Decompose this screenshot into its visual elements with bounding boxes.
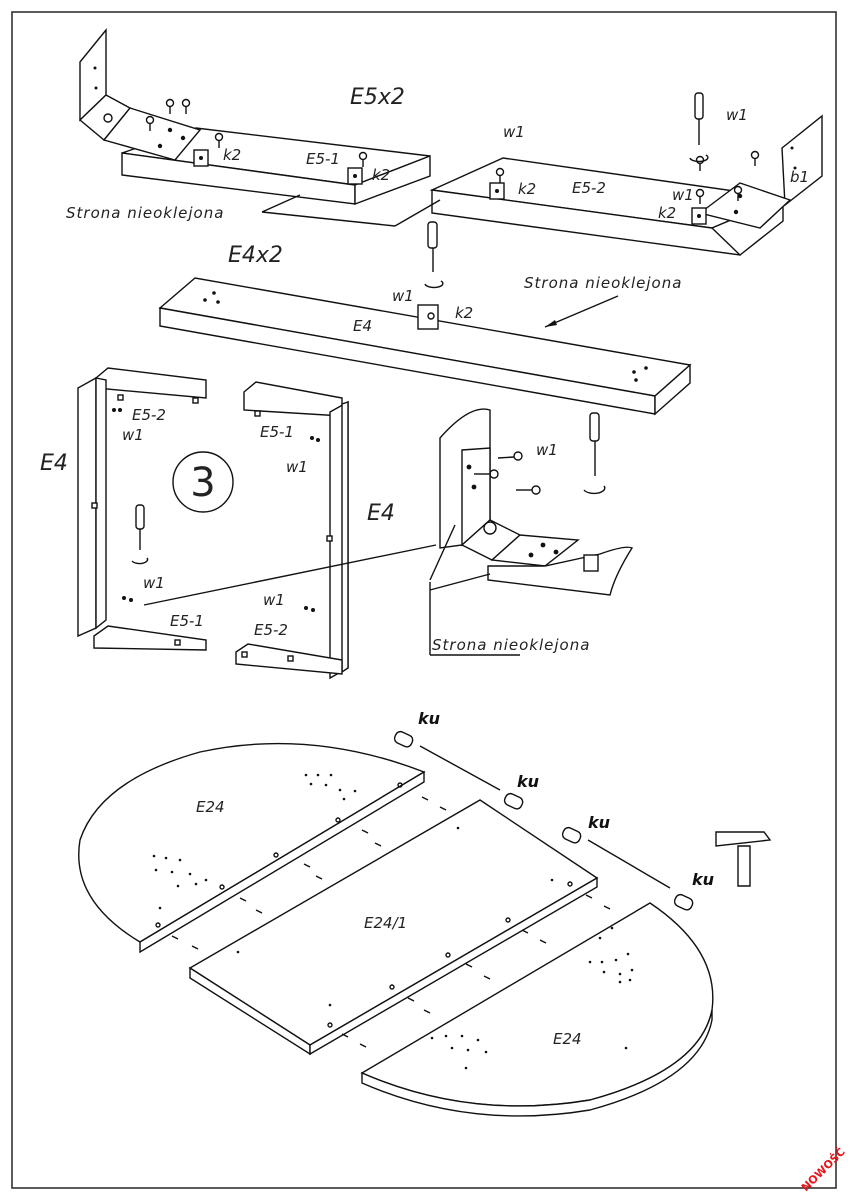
label-b1: b1 <box>790 168 809 186</box>
label-e5-1-top: E5-1 <box>306 150 340 168</box>
screwdriver-icon-frame <box>131 504 149 565</box>
dowel-pins <box>155 782 611 1048</box>
label-e5-2-bottom: E5-2 <box>254 621 288 639</box>
screws-w1-top-right <box>495 150 760 204</box>
label-w1-frame-left: w1 <box>122 426 144 444</box>
pointer-lines-corner <box>143 524 520 656</box>
bracket-k2-e4 <box>417 304 439 330</box>
label-ku-3: ku <box>588 813 610 832</box>
label-e5x2: E5x2 <box>350 85 405 110</box>
nowosc-badge: NOWOŚĆ <box>799 1145 848 1194</box>
frame-left <box>77 367 207 651</box>
tabletop-e24-left <box>78 742 426 954</box>
corner-bracket-b1-left <box>78 28 202 161</box>
label-w1-e4: w1 <box>392 287 414 305</box>
label-w1-frame-right-bottom: w1 <box>263 591 285 609</box>
label-k2-e4: k2 <box>455 304 473 322</box>
label-k2-a: k2 <box>223 146 241 164</box>
label-ku-4: ku <box>692 870 714 889</box>
label-e4-left: E4 <box>40 451 68 476</box>
label-e24-left: E24 <box>196 798 225 816</box>
label-w1-top-right: w1 <box>726 106 748 124</box>
label-w1-frame-right: w1 <box>286 458 308 476</box>
label-e4x2: E4x2 <box>228 243 283 268</box>
label-w1-frame-left-bottom: w1 <box>143 574 165 592</box>
label-e5-1-bottom: E5-1 <box>170 612 204 630</box>
page-frame <box>11 11 837 1189</box>
label-strona-nieoklejona-bottom: Strona nieoklejona <box>432 636 590 654</box>
label-e5-2-frame: E5-2 <box>132 406 166 424</box>
label-e4-board: E4 <box>353 317 372 335</box>
label-k2-d: k2 <box>658 204 676 222</box>
corner-detail <box>439 408 634 596</box>
bracket-k2-c <box>489 182 505 200</box>
pointer-arrowhead-e4 <box>545 320 557 327</box>
tabletop-e24-1 <box>188 799 599 1056</box>
pointer-line-top-right <box>394 199 441 227</box>
label-e4-right: E4 <box>367 501 395 526</box>
screwdriver-icon-top <box>689 92 709 163</box>
screwdriver-icon-middle <box>424 221 444 289</box>
step-number-badge: 3 <box>172 451 234 513</box>
label-strona-nieoklejona-middle: Strona nieoklejona <box>524 274 682 292</box>
label-ku-1: ku <box>418 709 440 728</box>
screws-w1-top-left <box>145 98 368 167</box>
bracket-k2-d <box>691 207 707 225</box>
label-k2-b: k2 <box>372 166 390 184</box>
label-w1-corner: w1 <box>536 441 558 459</box>
label-e24-right: E24 <box>553 1030 582 1048</box>
label-strona-nieoklejona-top: Strona nieoklejona <box>66 204 224 222</box>
label-w1-top-right-2: w1 <box>672 186 694 204</box>
label-ku-2: ku <box>517 772 539 791</box>
pointer-line-e4 <box>544 295 619 328</box>
bracket-k2-b <box>347 167 363 185</box>
label-k2-c: k2 <box>518 180 536 198</box>
frame-right <box>235 381 349 680</box>
dowel-holes <box>152 773 634 1070</box>
hammer-icon <box>715 831 772 887</box>
label-e5-1-frame: E5-1 <box>260 423 294 441</box>
corner-bracket-b1-right <box>698 114 823 229</box>
label-w1-top-center: w1 <box>503 123 525 141</box>
pointer-line-top-left-2 <box>261 194 301 213</box>
label-e5-2-top: E5-2 <box>572 179 606 197</box>
screwdriver-icon-corner <box>583 412 606 495</box>
tabletop-e24-right <box>360 902 714 1117</box>
step-number: 3 <box>190 460 215 506</box>
label-e24-1: E24/1 <box>364 914 407 932</box>
pointer-line-top-left <box>261 211 396 227</box>
screws-w1-corner <box>474 451 541 495</box>
connectors-ku <box>393 730 694 911</box>
bracket-k2-a <box>193 149 209 167</box>
board-e4 <box>158 277 692 416</box>
